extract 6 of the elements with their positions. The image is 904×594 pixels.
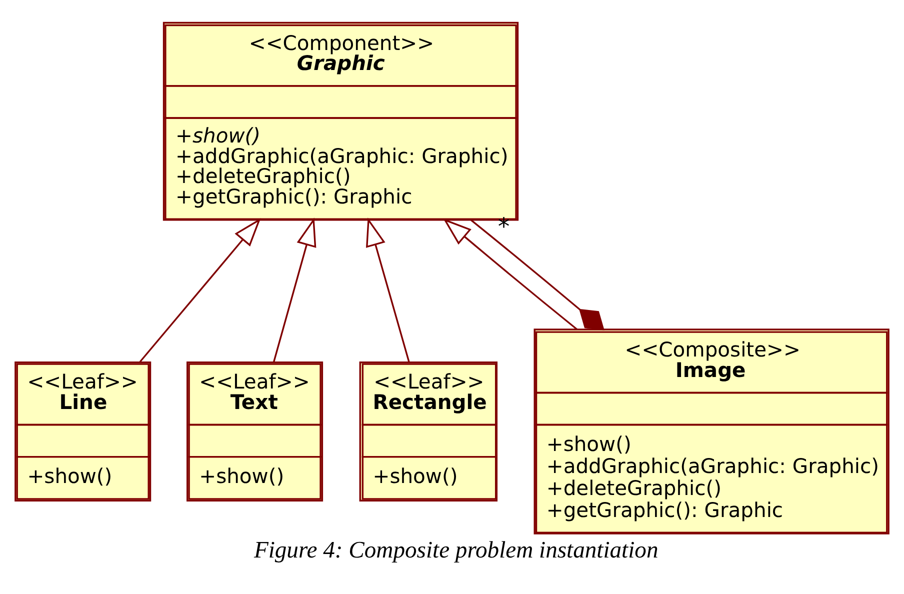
- arrow: [366, 217, 410, 362]
- caption: Figure 4: Composite problem instantiation: [254, 536, 658, 563]
- arrow: [273, 217, 316, 362]
- arrow: [443, 218, 578, 330]
- connector: [470, 218, 604, 330]
- arrow: [139, 218, 261, 362]
